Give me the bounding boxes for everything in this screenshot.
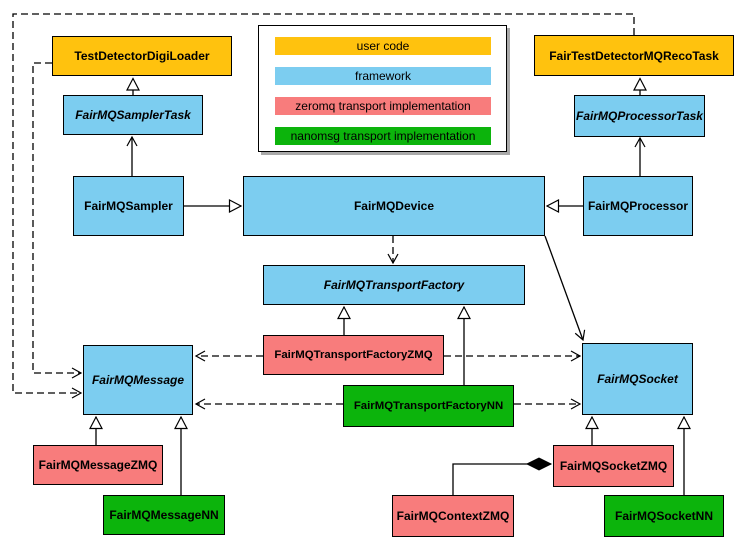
legend-label: nanomsg transport implementation [290,129,476,143]
node-fairmqmessage: FairMQMessage [83,345,193,415]
edge-digiloader-message [32,62,83,379]
node-fairmqcontextzmq: FairMQContextZMQ [392,495,514,537]
node-fairmqsamplertask: FairMQSamplerTask [63,95,203,135]
node-fairmqmessagenn: FairMQMessageNN [103,495,225,535]
node-fairmqsocketzmq: FairMQSocketZMQ [553,445,674,487]
node-fairmqprocessor: FairMQProcessor [583,176,693,236]
node-fairtestdetectormqrecotask: FairTestDetectorMQRecoTask [534,35,734,76]
legend: user code framework zeromq transport imp… [258,25,507,152]
legend-label: zeromq transport implementation [295,99,471,113]
node-fairmqsocket: FairMQSocket [582,343,693,415]
legend-label: framework [354,69,411,83]
node-fairmqtransportfactorynn: FairMQTransportFactoryNN [343,385,514,427]
node-fairmqprocessortask: FairMQProcessorTask [574,95,705,137]
edge-device-socket [544,235,586,342]
legend-item-nanomsg: nanomsg transport implementation [275,127,491,145]
legend-label: user code [356,39,410,53]
node-fairmqsocketnn: FairMQSocketNN [604,495,724,537]
edge-recotask-message [12,13,635,399]
node-fairmqtransportfactory: FairMQTransportFactory [263,265,525,305]
node-fairmqdevice: FairMQDevice [243,176,545,236]
legend-item-zeromq: zeromq transport implementation [275,97,491,115]
node-fairmqsampler: FairMQSampler [73,176,184,236]
node-testdetectordigiloader: TestDetectorDigiLoader [52,36,232,76]
node-fairmqtransportfactoryzmq: FairMQTransportFactoryZMQ [263,335,444,375]
edge-contextzmq-socketzmq [452,464,551,495]
legend-item-user-code: user code [275,37,491,55]
legend-item-framework: framework [275,67,491,85]
node-fairmqmessagezmq: FairMQMessageZMQ [33,445,163,485]
